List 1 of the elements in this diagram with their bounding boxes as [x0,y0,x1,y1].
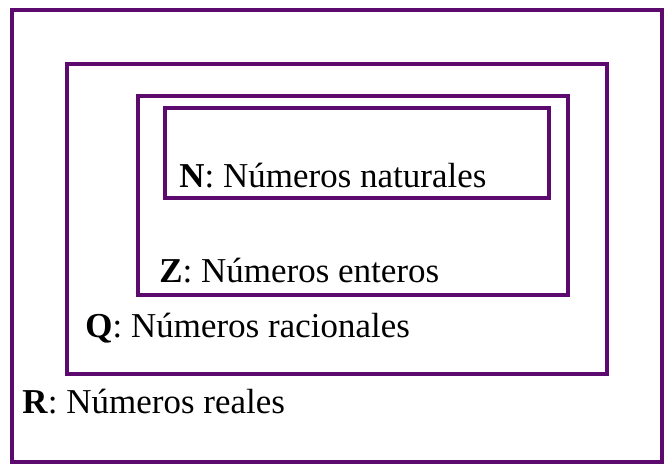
set-box: N: Números naturales [163,106,551,200]
